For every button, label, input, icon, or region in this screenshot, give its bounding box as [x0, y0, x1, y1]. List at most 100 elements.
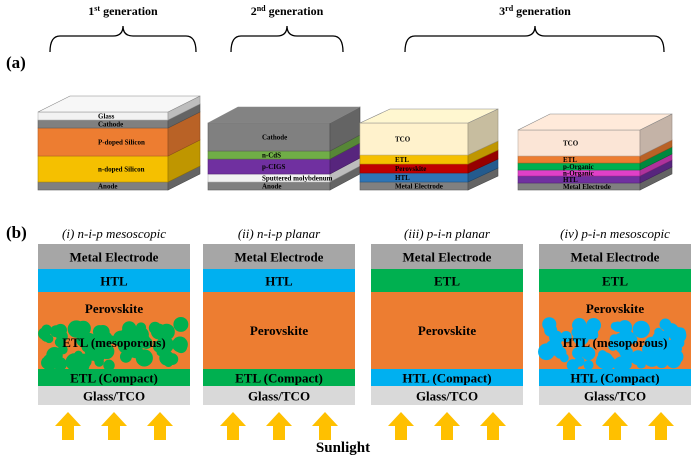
- compact-layer: [203, 369, 355, 386]
- layer-label: HTL: [395, 174, 410, 182]
- compact-layer-label: ETL (Compact): [70, 371, 158, 386]
- etl-layer: [371, 269, 523, 292]
- glass-tco: [38, 386, 190, 405]
- metal-electrode: [38, 244, 190, 269]
- glass-tco-label: Glass/TCO: [248, 389, 310, 404]
- sunlight-arrow-icon: [55, 412, 81, 440]
- layer-label: P-doped Silicon: [98, 139, 145, 147]
- perovskite-label: Perovskite: [250, 323, 308, 338]
- compact-layer-label: HTL (Compact): [570, 371, 659, 386]
- layer-label: Sputtered molybdenum: [262, 175, 333, 183]
- htl-layer: [38, 269, 190, 292]
- layer-n-doped-silicon: n-doped Silicon: [37, 139, 201, 183]
- compact-layer: [38, 369, 190, 386]
- sunlight-arrow-icon: [556, 412, 582, 440]
- sunlight-arrow-icon: [220, 412, 246, 440]
- sunlight-arrow-icon: [480, 412, 506, 440]
- metal-electrode: [539, 244, 691, 269]
- layer-label: n-doped Silicon: [98, 166, 145, 174]
- metal-electrode-label: Metal Electrode: [235, 250, 324, 265]
- layer-label: TCO: [395, 136, 411, 144]
- layer-label: Metal Electrode: [395, 183, 443, 191]
- layer-label: n-CdS: [262, 152, 281, 160]
- mesoporous-particles: [538, 317, 687, 373]
- architecture-title: (ii) n-i-p planar: [238, 226, 321, 241]
- layer-label: Glass: [98, 113, 115, 121]
- mesoporous-label: HTL (mesoporous): [563, 335, 668, 350]
- perovskite-label: Perovskite: [586, 301, 644, 316]
- perovskite-layer: [203, 292, 355, 369]
- generation-3-heading: 3rd generation: [499, 4, 571, 18]
- layer-cathode: Cathode: [207, 106, 361, 152]
- metal-electrode: [203, 244, 355, 269]
- layer-tco: TCO: [359, 108, 499, 156]
- layer-label: p-Organic: [563, 163, 594, 171]
- metal-electrode: [371, 244, 523, 269]
- layer-label: Cathode: [98, 121, 123, 129]
- layer-label: p-CIGS: [262, 163, 285, 171]
- glass-tco-label: Glass/TCO: [83, 389, 145, 404]
- compact-layer-label: HTL (Compact): [402, 371, 491, 386]
- mesoporous-label: ETL (mesoporous): [62, 335, 165, 350]
- mesoporous-particles: [38, 316, 189, 374]
- sunlight-label: Sunlight: [316, 440, 370, 456]
- generation-3-brace: [404, 25, 665, 53]
- etl-layer-label: ETL: [434, 274, 460, 289]
- architecture-title: (iv) p-i-n mesoscopic: [560, 226, 670, 241]
- silicon-cell-stack: Anode n-doped Silicon P-doped Silicon Catho…: [37, 95, 201, 191]
- sunlight-arrow-icon: [101, 412, 127, 440]
- layer-label: Perovskite: [395, 165, 426, 173]
- htl-layer-label: HTL: [100, 274, 128, 289]
- layer-label: HTL: [563, 176, 578, 184]
- generation-2-heading: 2nd generation: [251, 4, 324, 18]
- layer-glass: Glass: [37, 95, 201, 121]
- sunlight-arrow-icon: [147, 412, 173, 440]
- sunlight-arrow-icon: [312, 412, 338, 440]
- sunlight-arrow-icon: [434, 412, 460, 440]
- etl-layer-label: ETL: [602, 274, 628, 289]
- layer-label: Metal Electrode: [563, 183, 611, 191]
- compact-layer-label: ETL (Compact): [235, 371, 323, 386]
- glass-tco-label: Glass/TCO: [416, 389, 478, 404]
- etl-layer: [539, 269, 691, 292]
- metal-electrode-label: Metal Electrode: [403, 250, 492, 265]
- layer-label: Cathode: [262, 134, 287, 142]
- layer-label: Anode: [262, 183, 281, 191]
- layer-p-doped-silicon: P-doped Silicon: [37, 111, 201, 157]
- generation-2-brace: [230, 25, 344, 53]
- sunlight-arrow-icon: [648, 412, 674, 440]
- architecture-title: (iii) p-i-n planar: [404, 226, 491, 241]
- glass-tco: [539, 386, 691, 405]
- sunlight-arrow-icon: [388, 412, 414, 440]
- layer-label: ETL: [395, 156, 409, 164]
- htl-layer-label: HTL: [265, 274, 293, 289]
- panel-a-label: (a): [6, 53, 26, 72]
- layer-label: n-Organic: [563, 170, 594, 178]
- generation-1-heading: 1st generation: [88, 4, 158, 18]
- panel-b-label: (b): [6, 223, 27, 242]
- metal-electrode-label: Metal Electrode: [70, 250, 159, 265]
- perovskite-label: Perovskite: [418, 323, 476, 338]
- layer-tco: TCO: [517, 113, 673, 157]
- perovskite-layer: [371, 292, 523, 369]
- layer-label: Anode: [98, 183, 117, 191]
- compact-layer: [539, 369, 691, 386]
- generation-1-brace: [49, 25, 197, 53]
- layer-p-cigs: p-CIGS: [207, 142, 361, 175]
- architecture-title: (i) n-i-p mesoscopic: [62, 226, 166, 241]
- organic-cell-stack: Metal ElectrodeHTLn-Organicp-OrganicETLT…: [517, 113, 673, 191]
- perovskite-label: Perovskite: [85, 301, 143, 316]
- compact-layer: [371, 369, 523, 386]
- sunlight-arrow-icon: [266, 412, 292, 440]
- sunlight-arrow-icon: [602, 412, 628, 440]
- htl-layer: [203, 269, 355, 292]
